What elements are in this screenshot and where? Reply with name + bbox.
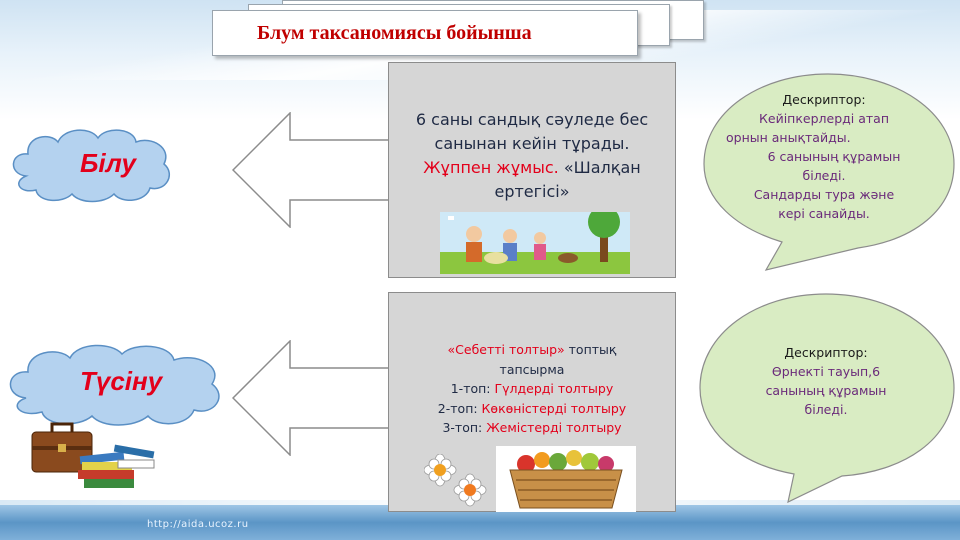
descriptor-tusinu: Дескриптор: Өрнекті тауып,6 санының құра… (712, 343, 940, 419)
descriptor-line: 6 санының құрамын (767, 149, 901, 164)
descriptor-bilu: Дескриптор: Кейіпкерлерді атап орнын аны… (712, 90, 936, 223)
descriptor-line: Өрнекті тауып,6 (771, 364, 881, 379)
group-work-label: Жұппен жұмыс. (423, 158, 559, 177)
page-title: Блум таксаномиясы бойынша (257, 22, 532, 44)
group-line-1: 1-топ: Гүлдерді толтыру (394, 379, 670, 399)
tale-title-start: «Шалқан (558, 158, 641, 177)
footer-url[interactable]: http://aida.ucoz.ru (147, 519, 249, 530)
group-line-3: 3-топ: Жемістерді толтыру (394, 418, 670, 438)
task-name: «Себетті толтыр» (447, 342, 565, 357)
task-panel-tusinu-text: «Себетті толтыр» топтық тапсырма 1-топ: … (394, 340, 670, 438)
panel-line: Жұппен жұмыс. «Шалқан (394, 156, 670, 180)
title-card (212, 10, 638, 56)
descriptor-title: Дескриптор: (782, 92, 866, 107)
group-3-prefix: 3-топ: (442, 420, 487, 435)
arrow-left-icon (232, 340, 397, 456)
panel-line: «Себетті толтыр» топтық (394, 340, 670, 360)
group-1-task: Гүлдерді толтыру (494, 381, 614, 396)
flower-icon (424, 454, 487, 507)
panel-line: тапсырма (499, 361, 565, 377)
descriptor-line: Кейіпкерлерді атап (759, 111, 889, 126)
group-2-task: Көкөністерді толтыру (481, 400, 627, 416)
descriptor-line: біледі. (804, 402, 848, 417)
cloud-icon (12, 129, 170, 203)
panel-line: 6 саны сандық сәуледе бес (415, 110, 649, 129)
descriptor-title: Дескриптор: (784, 345, 868, 360)
descriptor-line: орнын анықтайды. (726, 130, 851, 145)
level-label-bilu: Білу (80, 148, 136, 178)
level-label-tusinu: Түсіну (80, 366, 163, 396)
cloud-icon (9, 344, 220, 426)
speech-bubble-icon (703, 73, 955, 271)
descriptor-line: біледі. (802, 168, 846, 183)
task-panel-bilu-text: 6 саны сандық сәуледе бес санынан кейін … (394, 108, 670, 204)
group-3-task: Жемістерді толтыру (486, 420, 622, 435)
arrow-left-icon (232, 112, 397, 228)
speech-bubble-icon (699, 293, 955, 504)
group-line-2: 2-топ: Көкөністерді толтыру (394, 399, 670, 419)
panel-line: ертегісі» (494, 182, 570, 201)
group-2-prefix: 2-топ: (437, 400, 482, 416)
task-rest: топтық (564, 342, 617, 357)
group-1-prefix: 1-топ: (450, 381, 495, 396)
descriptor-line: кері санайды. (778, 206, 870, 221)
descriptor-line: Сандарды тура және (753, 187, 895, 202)
fairy-tale-illustration-icon (440, 212, 630, 274)
panel-line: санынан кейін тұрады. (434, 134, 630, 153)
descriptor-line: санының құрамын (765, 383, 887, 398)
vegetable-basket-icon (496, 446, 636, 512)
briefcase-books-icon (31, 422, 155, 488)
